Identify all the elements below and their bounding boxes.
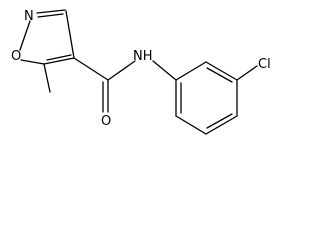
atom-label-ring-o: O xyxy=(11,49,21,64)
molecule-structure: N O NH O Cl xyxy=(11,9,271,135)
bond-c4-to-c3 xyxy=(65,10,75,59)
bond-lines xyxy=(19,9,258,135)
bond-ring-o-to-c5 xyxy=(20,59,45,65)
bond-carbonyl-c-to-nh xyxy=(107,60,136,81)
bond-c4-to-carbonyl-c xyxy=(73,57,109,81)
bond-ph-c2-c3 xyxy=(205,61,238,81)
atom-label-ring-n: N xyxy=(24,9,34,24)
atom-label-amide-nh: NH xyxy=(133,49,153,64)
bond-ph-c5-c6 xyxy=(175,115,207,135)
bond-ph-c4-c5-inner xyxy=(206,113,233,129)
bond-ring-n-to-c3-double xyxy=(37,13,64,18)
atom-labels: N O NH O Cl xyxy=(11,9,271,129)
bond-nh-to-phenyl xyxy=(152,60,177,81)
bond-c5-to-methyl xyxy=(43,63,51,93)
bond-ph-c1-c2 xyxy=(175,61,207,81)
atom-label-carbonyl-o: O xyxy=(101,114,111,129)
bond-ring-n-to-o xyxy=(19,20,31,51)
bond-c5-to-c4-double xyxy=(46,54,72,61)
atom-label-chlorine: Cl xyxy=(258,57,271,72)
bond-ring-n-to-c3 xyxy=(36,9,66,14)
bond-ph-c3-to-cl xyxy=(236,65,258,81)
bond-ph-c2-c3-inner xyxy=(206,67,233,83)
bond-c5-to-c4 xyxy=(43,57,75,65)
bond-ph-c4-c5 xyxy=(205,115,238,135)
